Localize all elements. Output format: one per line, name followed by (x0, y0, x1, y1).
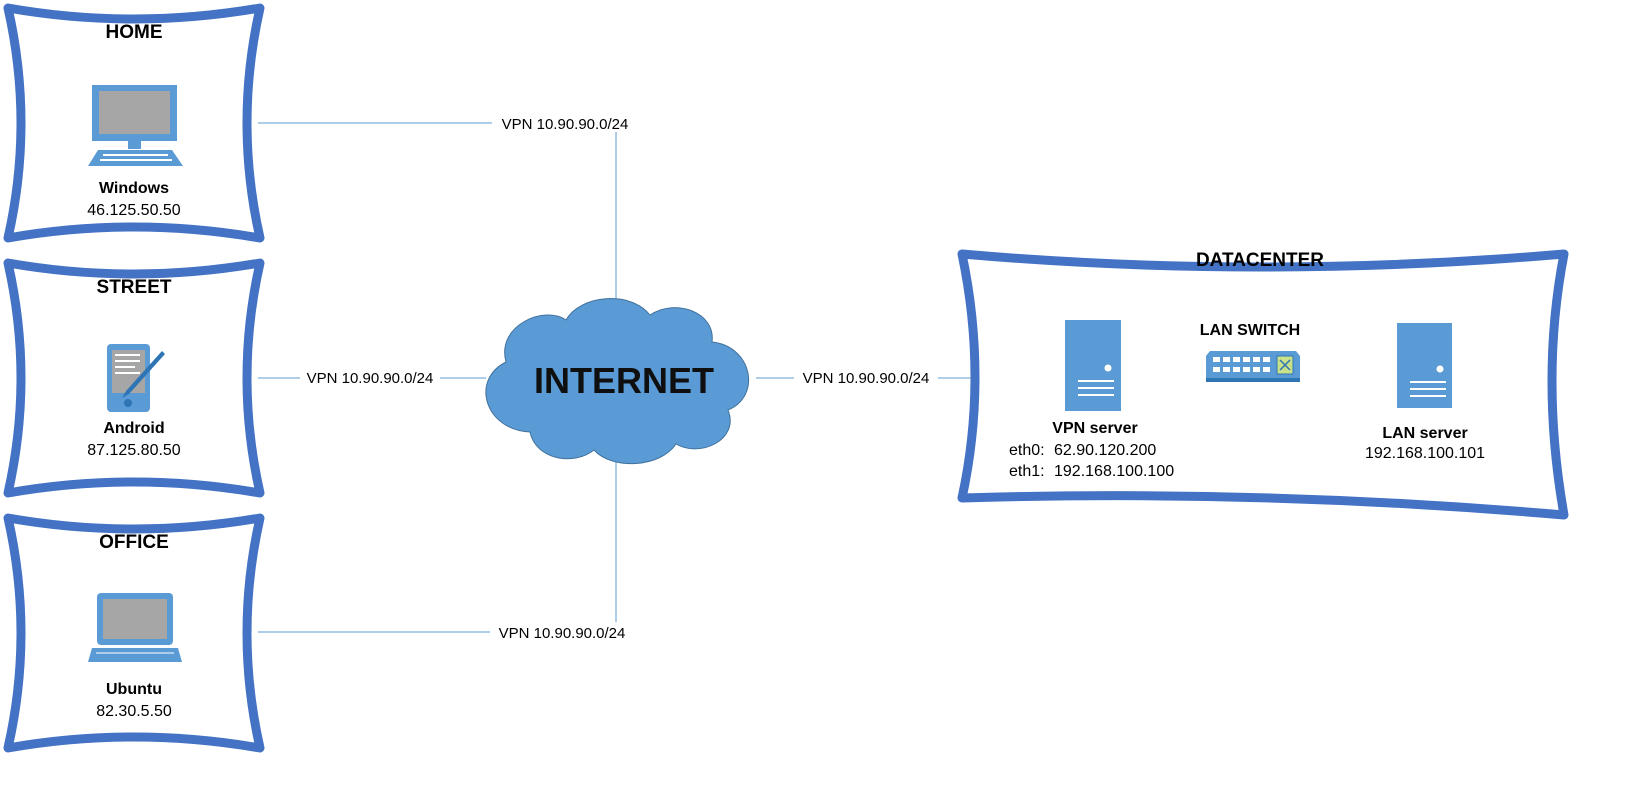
lan-server: LAN server 192.168.100.101 (1365, 323, 1485, 462)
laptop-icon (88, 593, 182, 662)
office-link-label: VPN 10.90.90.0/24 (499, 625, 626, 642)
lan-server-name: LAN server (1382, 425, 1467, 442)
home-link-line (258, 122, 617, 300)
server-icon (1065, 320, 1121, 411)
cloud-icon (485, 298, 750, 465)
datacenter-link-label: VPN 10.90.90.0/24 (803, 370, 930, 387)
home-device-name: Windows (99, 180, 169, 197)
vpn-server-eth1-ip: 192.168.100.100 (1054, 463, 1174, 480)
tablet-pen-icon (107, 344, 165, 412)
datacenter-title: DATACENTER (1196, 250, 1324, 271)
site-home: HOME Windows 46.125.50.50 (3, 3, 265, 243)
street-link-label: VPN 10.90.90.0/24 (307, 370, 434, 387)
home-link-label: VPN 10.90.90.0/24 (502, 116, 629, 133)
home-title: HOME (106, 22, 163, 43)
vpn-server: VPN server eth0: 62.90.120.200 eth1: 192… (1009, 320, 1174, 480)
lan-switch: LAN SWITCH (1200, 322, 1300, 382)
internet-label: INTERNET (534, 360, 714, 401)
home-device-ip: 46.125.50.50 (87, 202, 181, 219)
street-title: STREET (97, 277, 172, 298)
desktop-computer-icon (88, 85, 183, 166)
vpn-server-eth1-label: eth1: (1009, 463, 1045, 480)
vpn-server-eth0-label: eth0: (1009, 442, 1045, 459)
lan-server-ip: 192.168.100.101 (1365, 445, 1485, 462)
network-switch-icon (1206, 351, 1300, 382)
office-link-line (258, 460, 617, 633)
site-office: OFFICE Ubuntu 82.30.5.50 (3, 513, 265, 753)
street-device-ip: 87.125.80.50 (87, 442, 181, 459)
office-device-ip: 82.30.5.50 (96, 703, 172, 720)
lan-switch-label: LAN SWITCH (1200, 322, 1300, 339)
office-device-name: Ubuntu (106, 681, 162, 698)
server-icon (1397, 323, 1452, 408)
site-street: STREET Android 87.125.80.50 (3, 258, 265, 498)
datacenter-frame (957, 249, 1569, 520)
site-datacenter: DATACENTER VPN server eth0: 62.90.120.20… (957, 249, 1569, 520)
internet-cloud: INTERNET (485, 298, 750, 465)
vpn-server-name: VPN server (1052, 420, 1137, 437)
street-device-name: Android (103, 420, 164, 437)
vpn-server-eth0-ip: 62.90.120.200 (1054, 442, 1156, 459)
office-title: OFFICE (99, 532, 169, 553)
